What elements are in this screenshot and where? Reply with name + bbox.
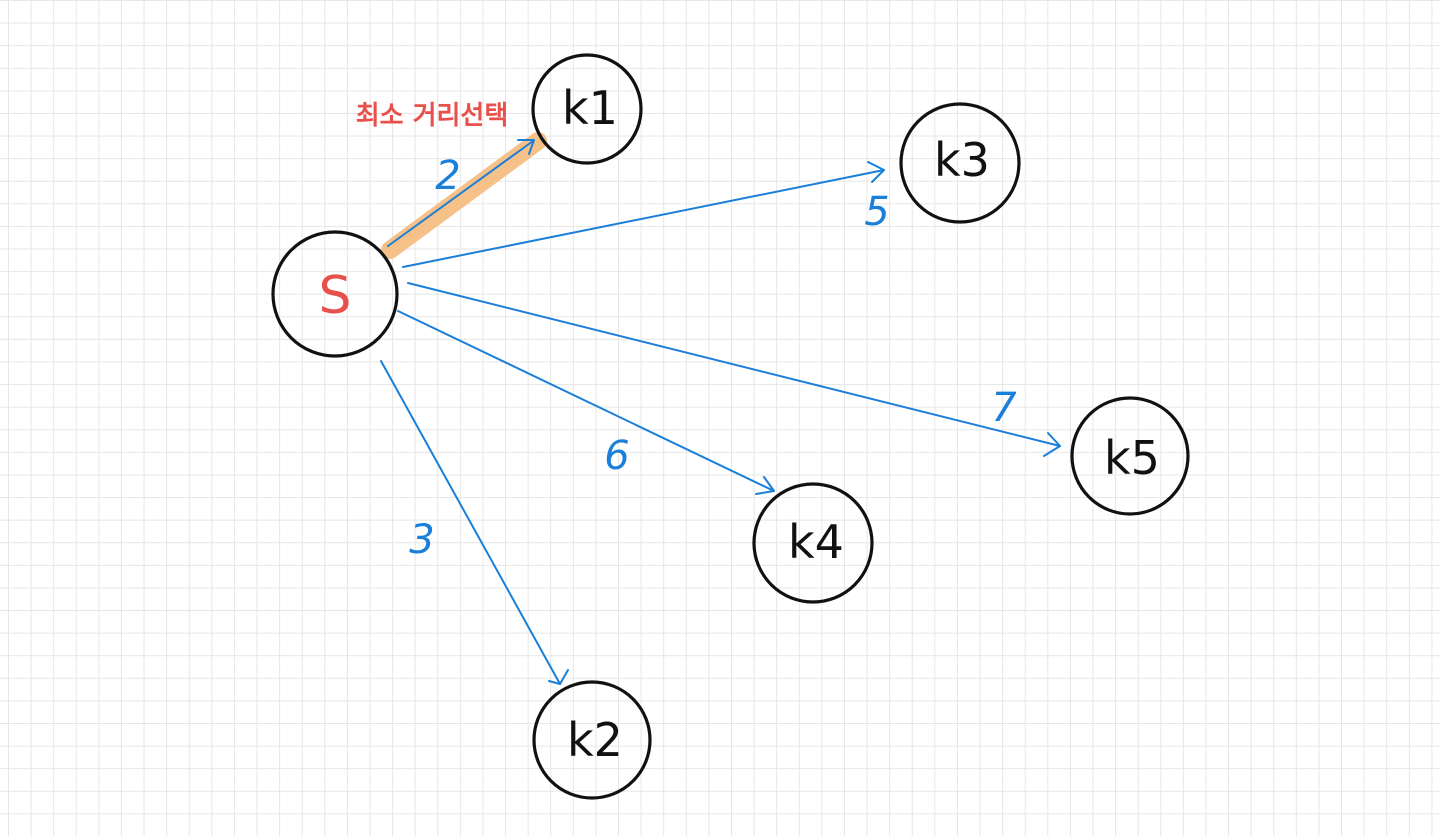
edge-s-k5-weight: 7 [991, 385, 1017, 431]
node-k3-label: k3 [934, 133, 990, 187]
node-k1-label: k1 [562, 81, 618, 135]
node-s-label: S [318, 266, 351, 326]
edge-s-k1-weight: 2 [435, 153, 460, 199]
edge-s-k5-arrowhead [1043, 432, 1061, 457]
edge-s-k2-weight: 3 [409, 517, 434, 563]
edge-s-k3 [402, 169, 885, 268]
node-k4-label: k4 [788, 515, 844, 569]
node-k2: k2 [532, 680, 652, 800]
edge-s-k4-weight: 6 [604, 433, 629, 479]
edge-s-k5 [407, 282, 1061, 447]
edge-s-k4 [397, 310, 775, 492]
edge-s-k1 [387, 140, 534, 247]
edge-s-k3-weight: 5 [864, 189, 889, 235]
edge-s-k4-arrowhead [755, 476, 775, 495]
node-k3: k3 [899, 102, 1021, 224]
node-s: S [271, 230, 399, 358]
annotation-note: 최소 거리선택 [356, 101, 509, 131]
node-k5-label: k5 [1104, 431, 1160, 485]
edge-s-k3-arrowhead [867, 161, 885, 183]
node-k1: k1 [531, 53, 643, 165]
node-k2-label: k2 [567, 713, 623, 767]
selected-edge-highlight [381, 132, 547, 259]
edge-s-k2 [380, 360, 561, 685]
edge-s-k1-arrowhead [517, 139, 535, 155]
edge-s-k2-arrowhead [548, 669, 569, 685]
node-k5: k5 [1070, 396, 1190, 516]
node-k4: k4 [752, 482, 874, 604]
